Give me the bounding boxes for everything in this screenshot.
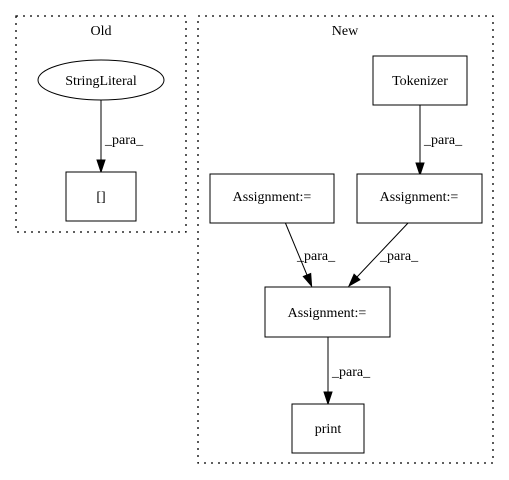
- node-label: Assignment:=: [380, 190, 459, 205]
- node-label: print: [315, 422, 342, 437]
- arrowhead: [302, 272, 313, 288]
- node-shape: [372, 55, 468, 106]
- node-shape: [264, 286, 391, 338]
- node-tokenizer: Tokenizer: [372, 55, 468, 106]
- edge-label: _para_: [331, 365, 371, 380]
- edge-label: _para_: [104, 133, 144, 148]
- arrowhead: [96, 159, 106, 174]
- cluster-new-label: New: [332, 24, 359, 39]
- edge-merge-to-print: _para_: [323, 337, 371, 406]
- edge-stringliteral-to-index: _para_: [96, 100, 144, 174]
- node-label: StringLiteral: [65, 74, 137, 89]
- edge-line: [284, 221, 308, 276]
- node-shape: [209, 173, 335, 224]
- node-assignment-right: Assignment:=: [356, 173, 483, 224]
- arrowhead: [415, 162, 425, 177]
- cluster-old: Old: [15, 15, 187, 233]
- cluster-old-label: Old: [91, 24, 112, 39]
- edge-label: _para_: [296, 249, 336, 264]
- node-label: []: [96, 190, 105, 205]
- edge-line: [356, 221, 410, 278]
- node-label: Assignment:=: [233, 190, 312, 205]
- node-shape: [291, 403, 365, 454]
- edge-assignment-left-to-merge: _para_: [284, 221, 336, 288]
- node-label: Tokenizer: [392, 74, 448, 89]
- node-assignment-left: Assignment:=: [209, 173, 335, 224]
- edge-label: _para_: [423, 133, 463, 148]
- node-print: print: [291, 403, 365, 454]
- edge-label: _para_: [379, 249, 419, 264]
- node-index: []: [65, 171, 137, 222]
- edge-tokenizer-to-assignment-right: _para_: [415, 105, 463, 177]
- arrowhead: [347, 273, 361, 288]
- node-stringliteral: StringLiteral: [37, 59, 165, 101]
- node-assignment-merge: Assignment:=: [264, 286, 391, 338]
- node-shape: [356, 173, 483, 224]
- cluster-new: New: [197, 15, 494, 464]
- node-label: Assignment:=: [288, 306, 367, 321]
- cluster-new-border: [197, 15, 494, 464]
- cluster-old-border: [15, 15, 187, 233]
- edge-assignment-right-to-merge: _para_: [347, 221, 419, 288]
- node-shape: [65, 171, 137, 222]
- arrowhead: [323, 391, 333, 406]
- node-shape: [37, 59, 165, 101]
